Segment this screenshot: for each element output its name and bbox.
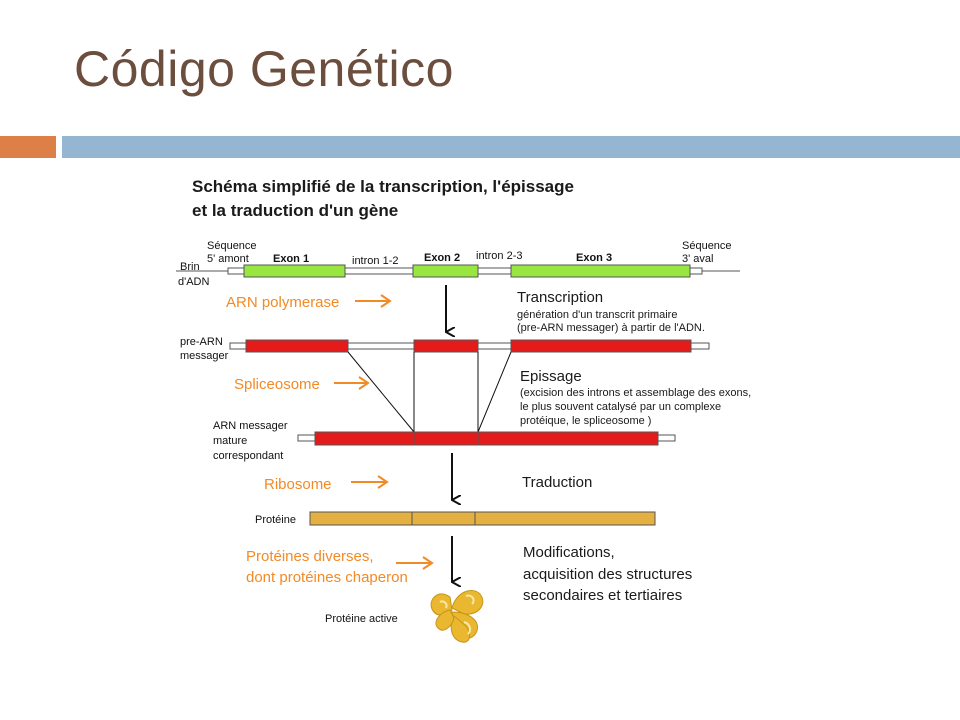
splicing-agent-label: Spliceosome bbox=[234, 376, 320, 393]
mature-mrna-exon-1 bbox=[314, 431, 416, 446]
slide-title: Código Genético bbox=[74, 41, 454, 97]
mature-mrna-label-line3: correspondant bbox=[213, 450, 283, 462]
transcription-desc-line1: génération d'un transcrit primaire bbox=[517, 309, 677, 321]
splicing-step-label: Epissage bbox=[520, 368, 582, 385]
folded-protein-highlights bbox=[439, 594, 475, 635]
intron23-label: intron 2-3 bbox=[476, 250, 522, 262]
dna-strand-label-line2: d'ADN bbox=[178, 276, 209, 288]
transcription-step-label: Transcription bbox=[517, 289, 603, 306]
transcription-desc-line2: (pre-ARN messager) à partir de l'ADN. bbox=[517, 322, 705, 334]
orange-arrow-transcription bbox=[355, 294, 392, 308]
pre-mrna-label-line1: pre-ARN bbox=[180, 336, 223, 348]
protein-label: Protéine bbox=[255, 514, 296, 526]
downstream-label-line1: Séquence bbox=[682, 240, 732, 252]
splicing-lines bbox=[347, 351, 512, 433]
upstream-label-line2: 5' amont bbox=[207, 253, 249, 265]
mature-mrna-exon-3 bbox=[478, 431, 659, 446]
modification-agent-line2: dont protéines chaperon bbox=[246, 569, 408, 586]
pre-mrna-label-line2: messager bbox=[180, 350, 229, 362]
orange-arrow-modification bbox=[396, 556, 434, 570]
modification-step-line1: Modifications, bbox=[523, 544, 615, 561]
protein-bar bbox=[309, 511, 656, 526]
modification-step-line3: secondaires et tertiaires bbox=[523, 587, 682, 604]
downstream-label-line2: 3' aval bbox=[682, 253, 713, 265]
dna-strand bbox=[176, 264, 740, 278]
mature-mrna-label-line2: mature bbox=[213, 435, 247, 447]
title-accent-bar-orange bbox=[0, 136, 56, 158]
mature-mrna-strand bbox=[297, 431, 676, 446]
pre-mrna-exon-1 bbox=[245, 339, 349, 353]
dna-strand-label-line1: Brin bbox=[180, 261, 200, 273]
modification-step-line2: acquisition des structures bbox=[523, 566, 692, 583]
pre-mrna-exon-3 bbox=[510, 339, 692, 353]
pre-mrna-strand bbox=[229, 339, 710, 353]
translation-agent-label: Ribosome bbox=[264, 476, 332, 493]
mature-mrna-label-line1: ARN messager bbox=[213, 420, 288, 432]
dna-exon-1 bbox=[243, 264, 346, 278]
exon2-label: Exon 2 bbox=[424, 252, 460, 264]
transcription-agent-label: ARN polymerase bbox=[226, 294, 339, 311]
modification-agent-line1: Protéines diverses, bbox=[246, 548, 374, 565]
orange-arrow-splicing bbox=[334, 376, 370, 390]
mature-mrna-exon-2 bbox=[414, 431, 480, 446]
splicing-desc-line1: (excision des introns et assemblage des … bbox=[520, 387, 751, 399]
title-accent-bar-blue bbox=[62, 136, 960, 158]
diagram-title-line1: Schéma simplifié de la transcription, l'… bbox=[192, 177, 574, 196]
upstream-label-line1: Séquence bbox=[207, 240, 257, 252]
folded-protein-icon bbox=[430, 590, 484, 643]
exon3-label: Exon 3 bbox=[576, 252, 612, 264]
dna-exon-3 bbox=[510, 264, 691, 278]
pre-mrna-exon-2 bbox=[413, 339, 479, 353]
splicing-desc-line3: protéique, le spliceosome ) bbox=[520, 415, 651, 427]
active-protein-label: Protéine active bbox=[325, 613, 398, 625]
translation-step-label: Traduction bbox=[522, 474, 592, 491]
intron12-label: intron 1-2 bbox=[352, 255, 398, 267]
orange-arrow-translation bbox=[351, 475, 389, 489]
exon1-label: Exon 1 bbox=[273, 253, 309, 265]
dna-exon-2 bbox=[412, 264, 479, 278]
diagram-title-line2: et la traduction d'un gène bbox=[192, 201, 398, 220]
splicing-desc-line2: le plus souvent catalysé par un complexe bbox=[520, 401, 721, 413]
